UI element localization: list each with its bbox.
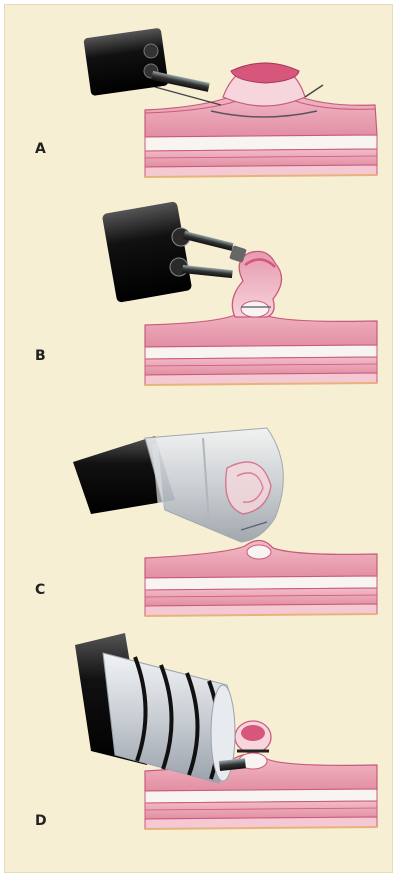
endoscope-icon xyxy=(83,28,209,96)
panel-a: A xyxy=(5,15,393,205)
panel-d: D xyxy=(5,625,393,870)
panel-label-d: D xyxy=(35,813,47,829)
band-ligator-icon xyxy=(103,653,246,783)
panel-label-c: C xyxy=(35,582,45,598)
panel-b: B xyxy=(5,195,393,405)
panel-d-illustration xyxy=(5,625,393,870)
panel-b-illustration xyxy=(5,195,393,405)
figure-frame: A xyxy=(4,4,393,873)
panel-label-a: A xyxy=(35,141,46,157)
transparent-cap-icon xyxy=(145,428,283,542)
endoscope-icon xyxy=(102,201,247,303)
panel-c-illustration xyxy=(5,410,393,625)
panel-a-illustration xyxy=(5,15,393,205)
panel-label-b: B xyxy=(35,348,46,364)
lesion-base-icon xyxy=(247,545,271,559)
panel-c: C xyxy=(5,410,393,625)
